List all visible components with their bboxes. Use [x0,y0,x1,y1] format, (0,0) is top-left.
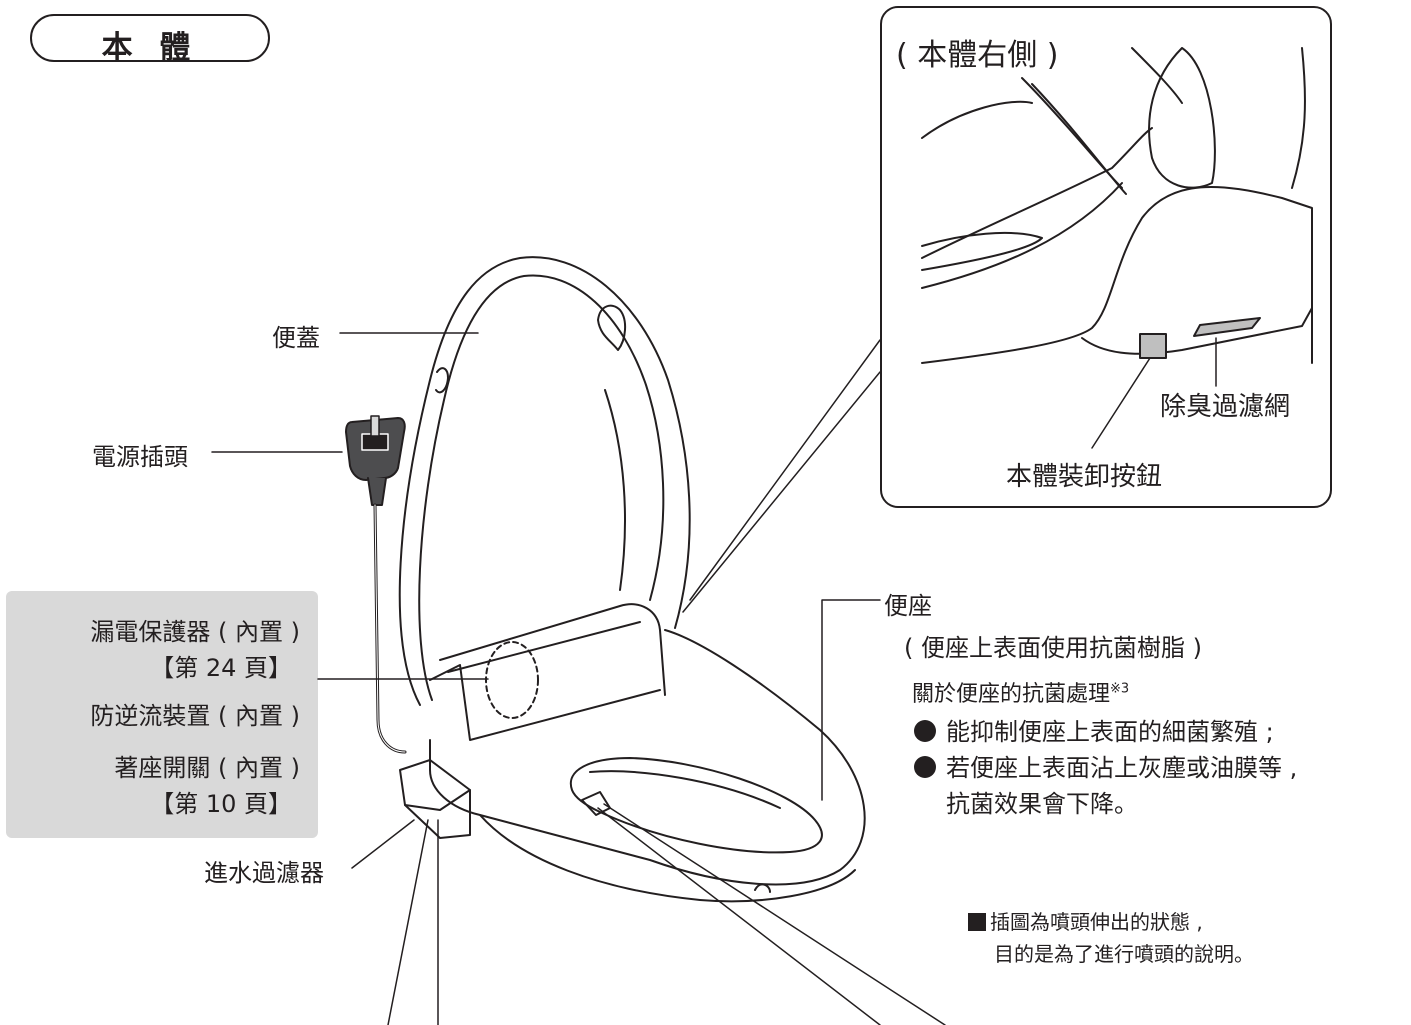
antibacterial-footnote-mark: ※3 [1110,681,1130,697]
inset-leader-button [1091,357,1151,449]
label-power-plug: 電源插頭 [92,443,188,471]
note-line-1: 插圖為噴頭伸出的狀態 , [968,906,1203,935]
seat-base [479,814,856,903]
label-seat-switch: 著座開關 ( 內置 ) [114,754,300,782]
lid-inner-rim-2 [604,389,626,591]
bullet-item-1: 能抑制便座上表面的細菌繁殖 ; [914,712,1274,747]
section-title-pill: 本 體 [30,14,270,66]
label-seat-switch-ref: 【第 10 頁】 [150,790,292,818]
nozzle [581,791,611,816]
bullet-2-text-line2: 抗菌效果會下降。 [946,790,1138,818]
power-plug-icon [345,415,406,506]
inset-filter-slot [1193,317,1261,337]
leader-down-4 [603,803,946,1025]
label-seat: 便座 [884,592,932,620]
bullet-2-text-line1: 若便座上表面沾上灰塵或油膜等 , [946,754,1298,782]
body-unit-front [429,664,661,741]
internal-parts-box [6,591,318,838]
power-cord-inner [374,504,406,753]
filter-housing [399,759,471,839]
note-line-2: 目的是為了進行噴頭的說明。 [994,942,1254,966]
label-leakage-breaker: 漏電保護器 ( 內置 ) [90,618,300,646]
inset-body-right-side: ( 本體右側 ) 除臭過濾網 本體裝卸按鈕 [880,6,1332,508]
seat-foot [754,883,771,893]
leader-down-1 [387,819,429,1025]
label-backflow-device: 防逆流裝置 ( 內置 ) [90,702,300,730]
bullet-dot-icon [914,756,936,778]
black-square-icon [968,913,986,931]
label-water-filter: 進水過濾器 [204,859,324,887]
filter-housing-line [404,789,471,811]
section-title: 本 體 [101,30,199,66]
inset-zoom-line-2 [689,339,881,601]
inset-hinge [1148,47,1216,189]
inset-opening [921,231,1043,271]
antibacterial-title-text: 關於便座的抗菌處理 [912,682,1111,707]
inset-seat-curve-2 [921,182,1123,289]
lid-bump-right [597,304,626,351]
inset-lid-edge-3 [1031,83,1127,195]
lid-bump-left [435,367,449,394]
inset-release-button [1139,333,1167,359]
lid-inner-rim [418,274,665,701]
inset-deodorizer-filter-label: 除臭過濾網 [1160,392,1291,422]
inset-hinge-2 [1291,47,1306,189]
seat-inner-lip [589,770,781,809]
label-seat-material: ( 便座上表面使用抗菌樹脂 ) [904,634,1202,662]
label-leakage-breaker-ref: 【第 24 頁】 [150,654,292,682]
bullet-item-2: 若便座上表面沾上灰塵或油膜等 , [914,748,1297,783]
lid-outline [398,256,691,706]
inset-lid-edge [921,100,1033,139]
body-unit-line [447,621,641,673]
leader-seat [821,599,881,801]
seat-outer [429,629,866,886]
bullet-1-text: 能抑制便座上表面的細菌繁殖 ; [946,718,1274,746]
leader-down-3 [597,807,881,1025]
inset-rear-line [1131,47,1183,104]
inset-heading: ( 本體右側 ) [896,38,1059,73]
leader-water-filter [351,819,415,869]
label-antibacterial-title: 關於便座的抗菌處理※3 [912,676,1129,708]
body-unit-top [439,603,666,696]
inset-release-button-label: 本體裝卸按鈕 [1006,462,1163,492]
label-lid: 便蓋 [272,324,320,352]
inset-illustration [921,47,1313,449]
seat-switch-indicator [485,641,539,719]
inset-body-front [1081,307,1313,355]
inset-zoom-line-1 [682,371,881,613]
bullet-dot-icon [914,720,936,742]
note-line-1-text: 插圖為噴頭伸出的狀態 , [990,910,1203,934]
inset-body-shape [921,186,1313,364]
